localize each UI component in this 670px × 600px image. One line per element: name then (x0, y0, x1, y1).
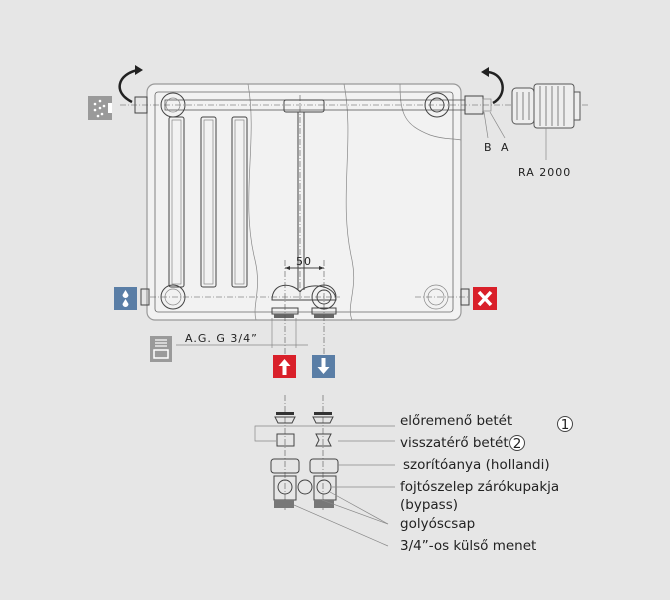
legend-item: visszatérő betét (400, 435, 509, 451)
thread-dimension: A.G. G 3/4” (176, 318, 308, 348)
thermostat-label: RA 2000 (518, 166, 571, 179)
label-b: B (484, 141, 493, 154)
valve-exploded-view (254, 395, 395, 547)
legend-item: 3/4”-os külső menet (400, 538, 536, 554)
legend-item: előremenő betét (400, 413, 512, 429)
flow-up-arrow-icon (273, 355, 296, 378)
close-x-icon (473, 287, 497, 310)
thread-fitting-icon (150, 336, 172, 362)
legend-item: szorítóanya (hollandi) (403, 457, 550, 473)
dimension-50: 50 (285, 255, 324, 270)
return-down-arrow-icon (312, 355, 335, 378)
badge-1: 1 (561, 417, 570, 433)
legend-item: (bypass) (400, 497, 458, 513)
rotate-arrow-icon (118, 65, 504, 105)
dimension-label: 50 (296, 255, 312, 268)
thermostat-head-ra2000: B A RA 2000 (483, 83, 581, 179)
vent-icon (88, 96, 112, 120)
thread-label: A.G. G 3/4” (185, 332, 258, 345)
legend-item: fojtószelep zárókupakja (400, 479, 559, 495)
badge-2: 2 (513, 436, 522, 452)
water-drain-icon (114, 287, 137, 310)
label-a: A (501, 141, 510, 154)
legend-item: golyóscsap (400, 516, 475, 532)
legend: előremenő betét visszatérő betét szorító… (400, 413, 573, 554)
radiator (120, 83, 590, 355)
